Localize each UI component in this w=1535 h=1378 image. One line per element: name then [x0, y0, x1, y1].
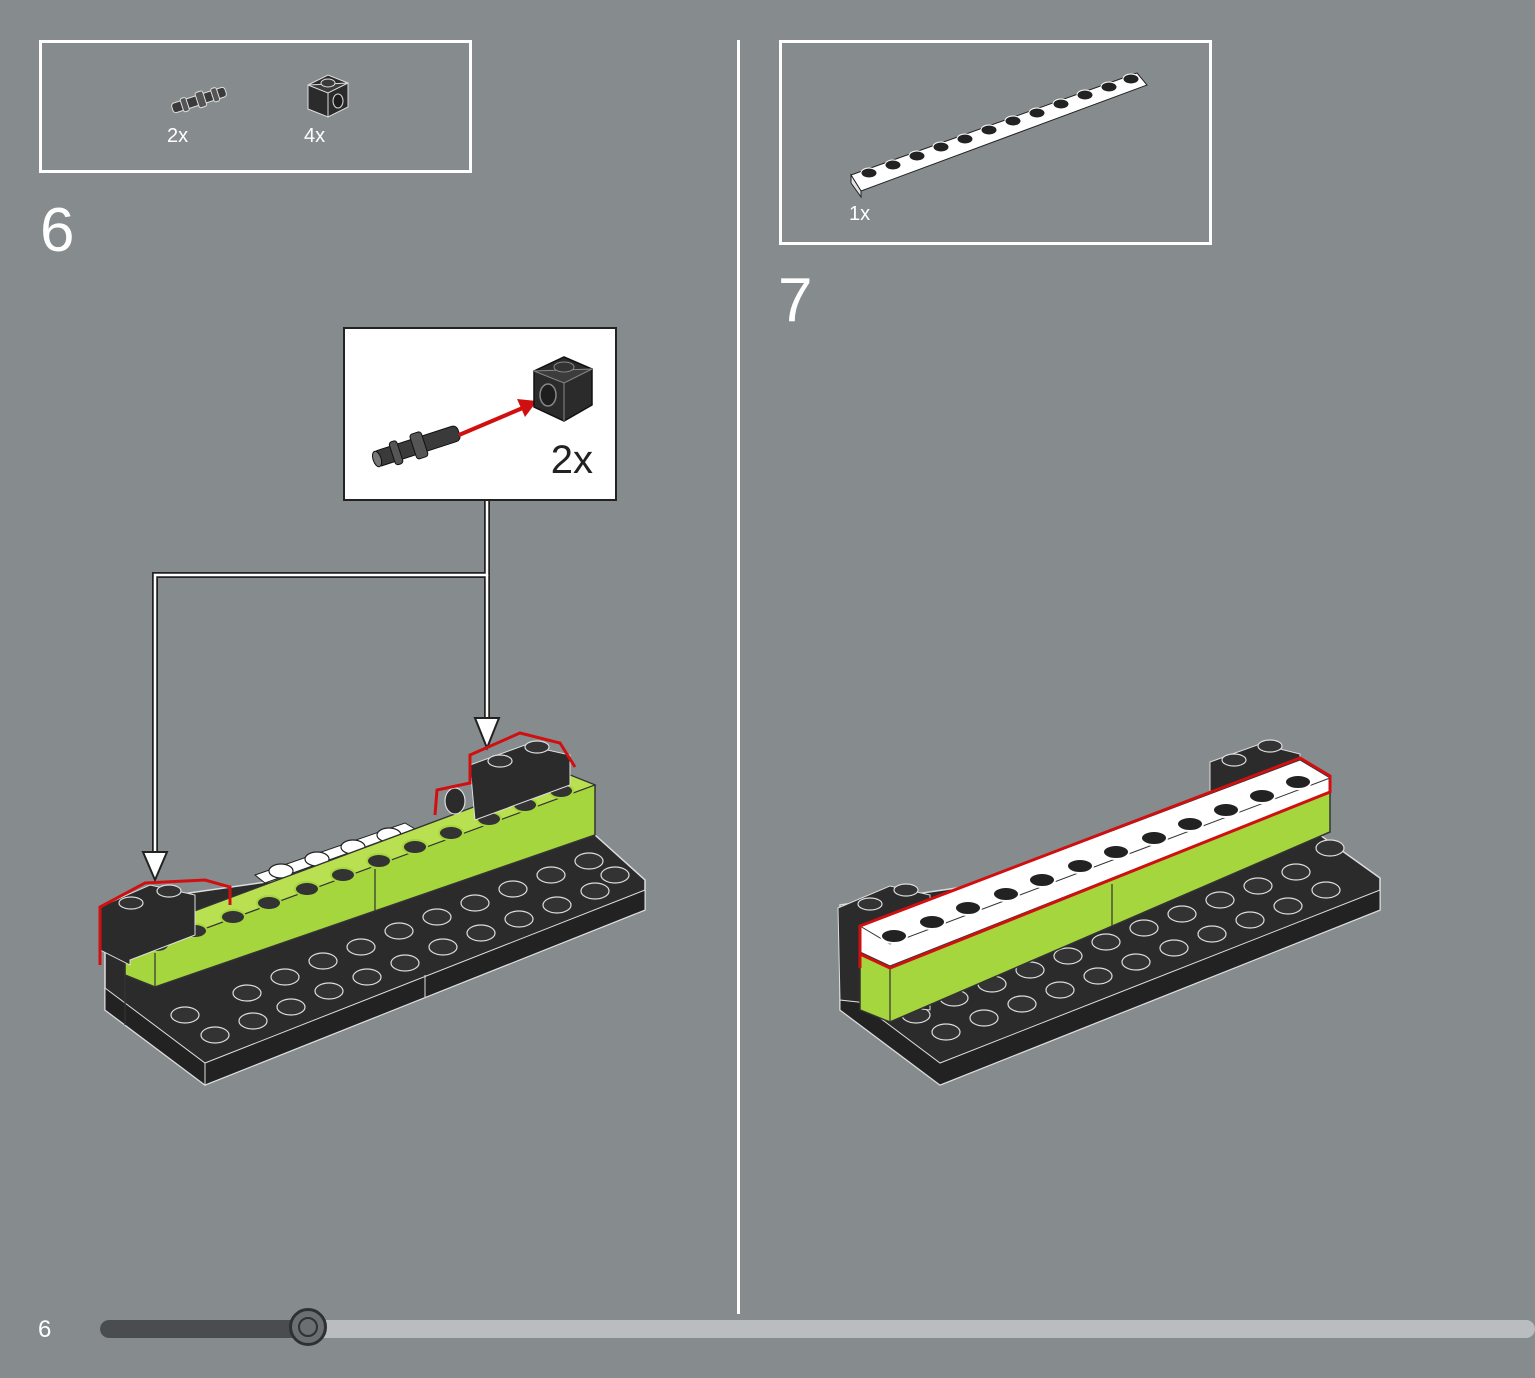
- plate-1x12-icon: [850, 72, 1148, 199]
- step7-number: 7: [778, 266, 813, 335]
- step6-number: 6: [40, 196, 75, 265]
- page-number: 6: [38, 1316, 52, 1343]
- arrow-head-right: [473, 717, 501, 751]
- step6-parts-box: 2x 4x: [39, 40, 472, 173]
- insert-arrow-icon: [458, 399, 537, 437]
- step7-model: [837, 739, 1381, 1086]
- axle-pin-qty: 2x: [167, 125, 189, 147]
- step-divider: [737, 40, 740, 1314]
- subassembly-qty: 2x: [550, 438, 593, 482]
- subassembly-callout: 2x: [343, 327, 617, 501]
- step6-model: [98, 731, 646, 1086]
- progress-knob[interactable]: [289, 1308, 327, 1346]
- plate-qty: 1x: [849, 203, 871, 225]
- technic-brick-1x1-icon: [533, 356, 593, 422]
- progress-fill: [100, 1320, 312, 1338]
- axle-pin-icon: [171, 86, 227, 114]
- technic-brick-1x1-icon: [307, 74, 349, 118]
- step7-parts-box: 1x: [779, 40, 1212, 245]
- progress-track: [100, 1320, 1535, 1338]
- axle-pin-icon: [372, 425, 461, 468]
- arrow-head-left: [141, 851, 169, 883]
- technic-brick-qty: 4x: [304, 125, 326, 147]
